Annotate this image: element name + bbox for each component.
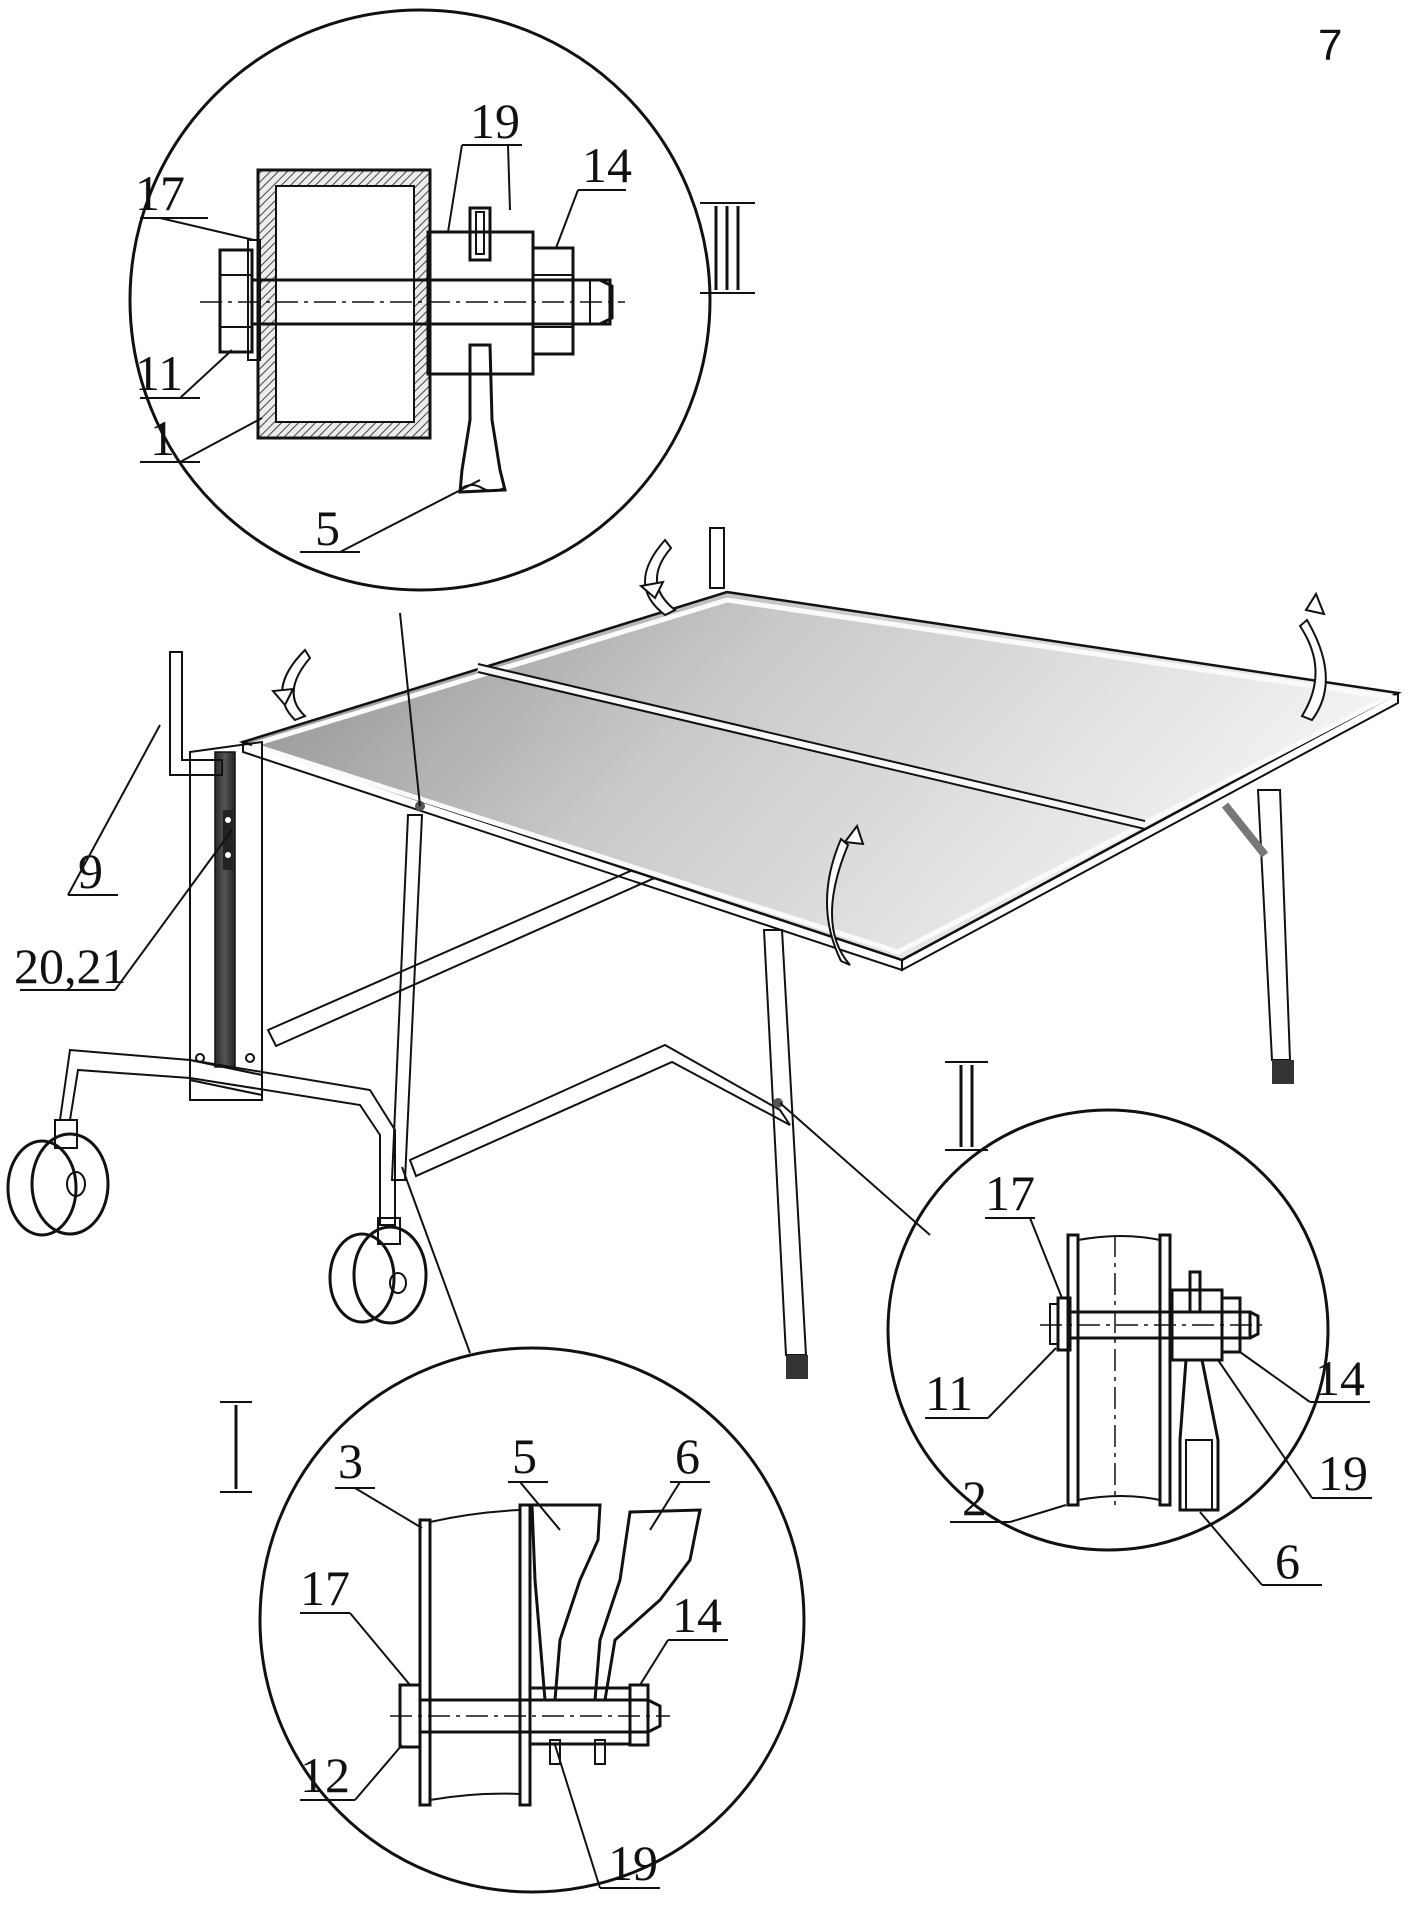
roman-numeral-II	[945, 1061, 988, 1151]
label-19-right: 19	[1318, 1445, 1368, 1501]
right-wheel	[328, 1217, 428, 1325]
fold-arrows	[270, 538, 1327, 966]
label-17-bottom: 17	[300, 1560, 350, 1616]
folding-table-illustration	[6, 527, 1402, 1379]
label-11-right: 11	[925, 1365, 973, 1421]
label-14-right: 14	[1315, 1350, 1365, 1406]
label-5-top: 5	[315, 500, 340, 556]
page-number: 7	[1318, 21, 1342, 70]
label-3-bottom: 3	[338, 1433, 363, 1489]
label-17-top: 17	[135, 165, 185, 221]
label-5-bottom: 5	[512, 1428, 537, 1484]
label-12-bottom: 12	[300, 1747, 350, 1803]
left-wheel	[6, 1119, 110, 1237]
back-leg-foot	[1272, 1060, 1294, 1084]
label-9: 9	[78, 843, 103, 899]
main-leaders	[20, 612, 931, 1354]
label-6-right: 6	[1275, 1533, 1300, 1589]
detail-view-III: 17 19 14 11 1 5	[128, 8, 755, 592]
label-14-top: 14	[582, 137, 632, 193]
roman-numeral-I	[220, 1401, 252, 1493]
label-1-top: 1	[150, 410, 175, 466]
label-20-21: 20,21	[14, 938, 127, 994]
label-19-top: 19	[470, 93, 520, 149]
label-2-right: 2	[962, 1470, 987, 1526]
detail-view-I: 3 5 6 17 14 12 19	[220, 1346, 806, 1894]
roman-numeral-III	[700, 202, 755, 294]
label-14-bottom: 14	[672, 1587, 722, 1643]
label-6-bottom: 6	[675, 1428, 700, 1484]
label-19-bottom: 19	[608, 1835, 658, 1891]
detail-view-II: 17 11 14 19 2 6	[886, 1061, 1372, 1589]
label-17-right: 17	[985, 1165, 1035, 1221]
label-11-top: 11	[135, 345, 183, 401]
